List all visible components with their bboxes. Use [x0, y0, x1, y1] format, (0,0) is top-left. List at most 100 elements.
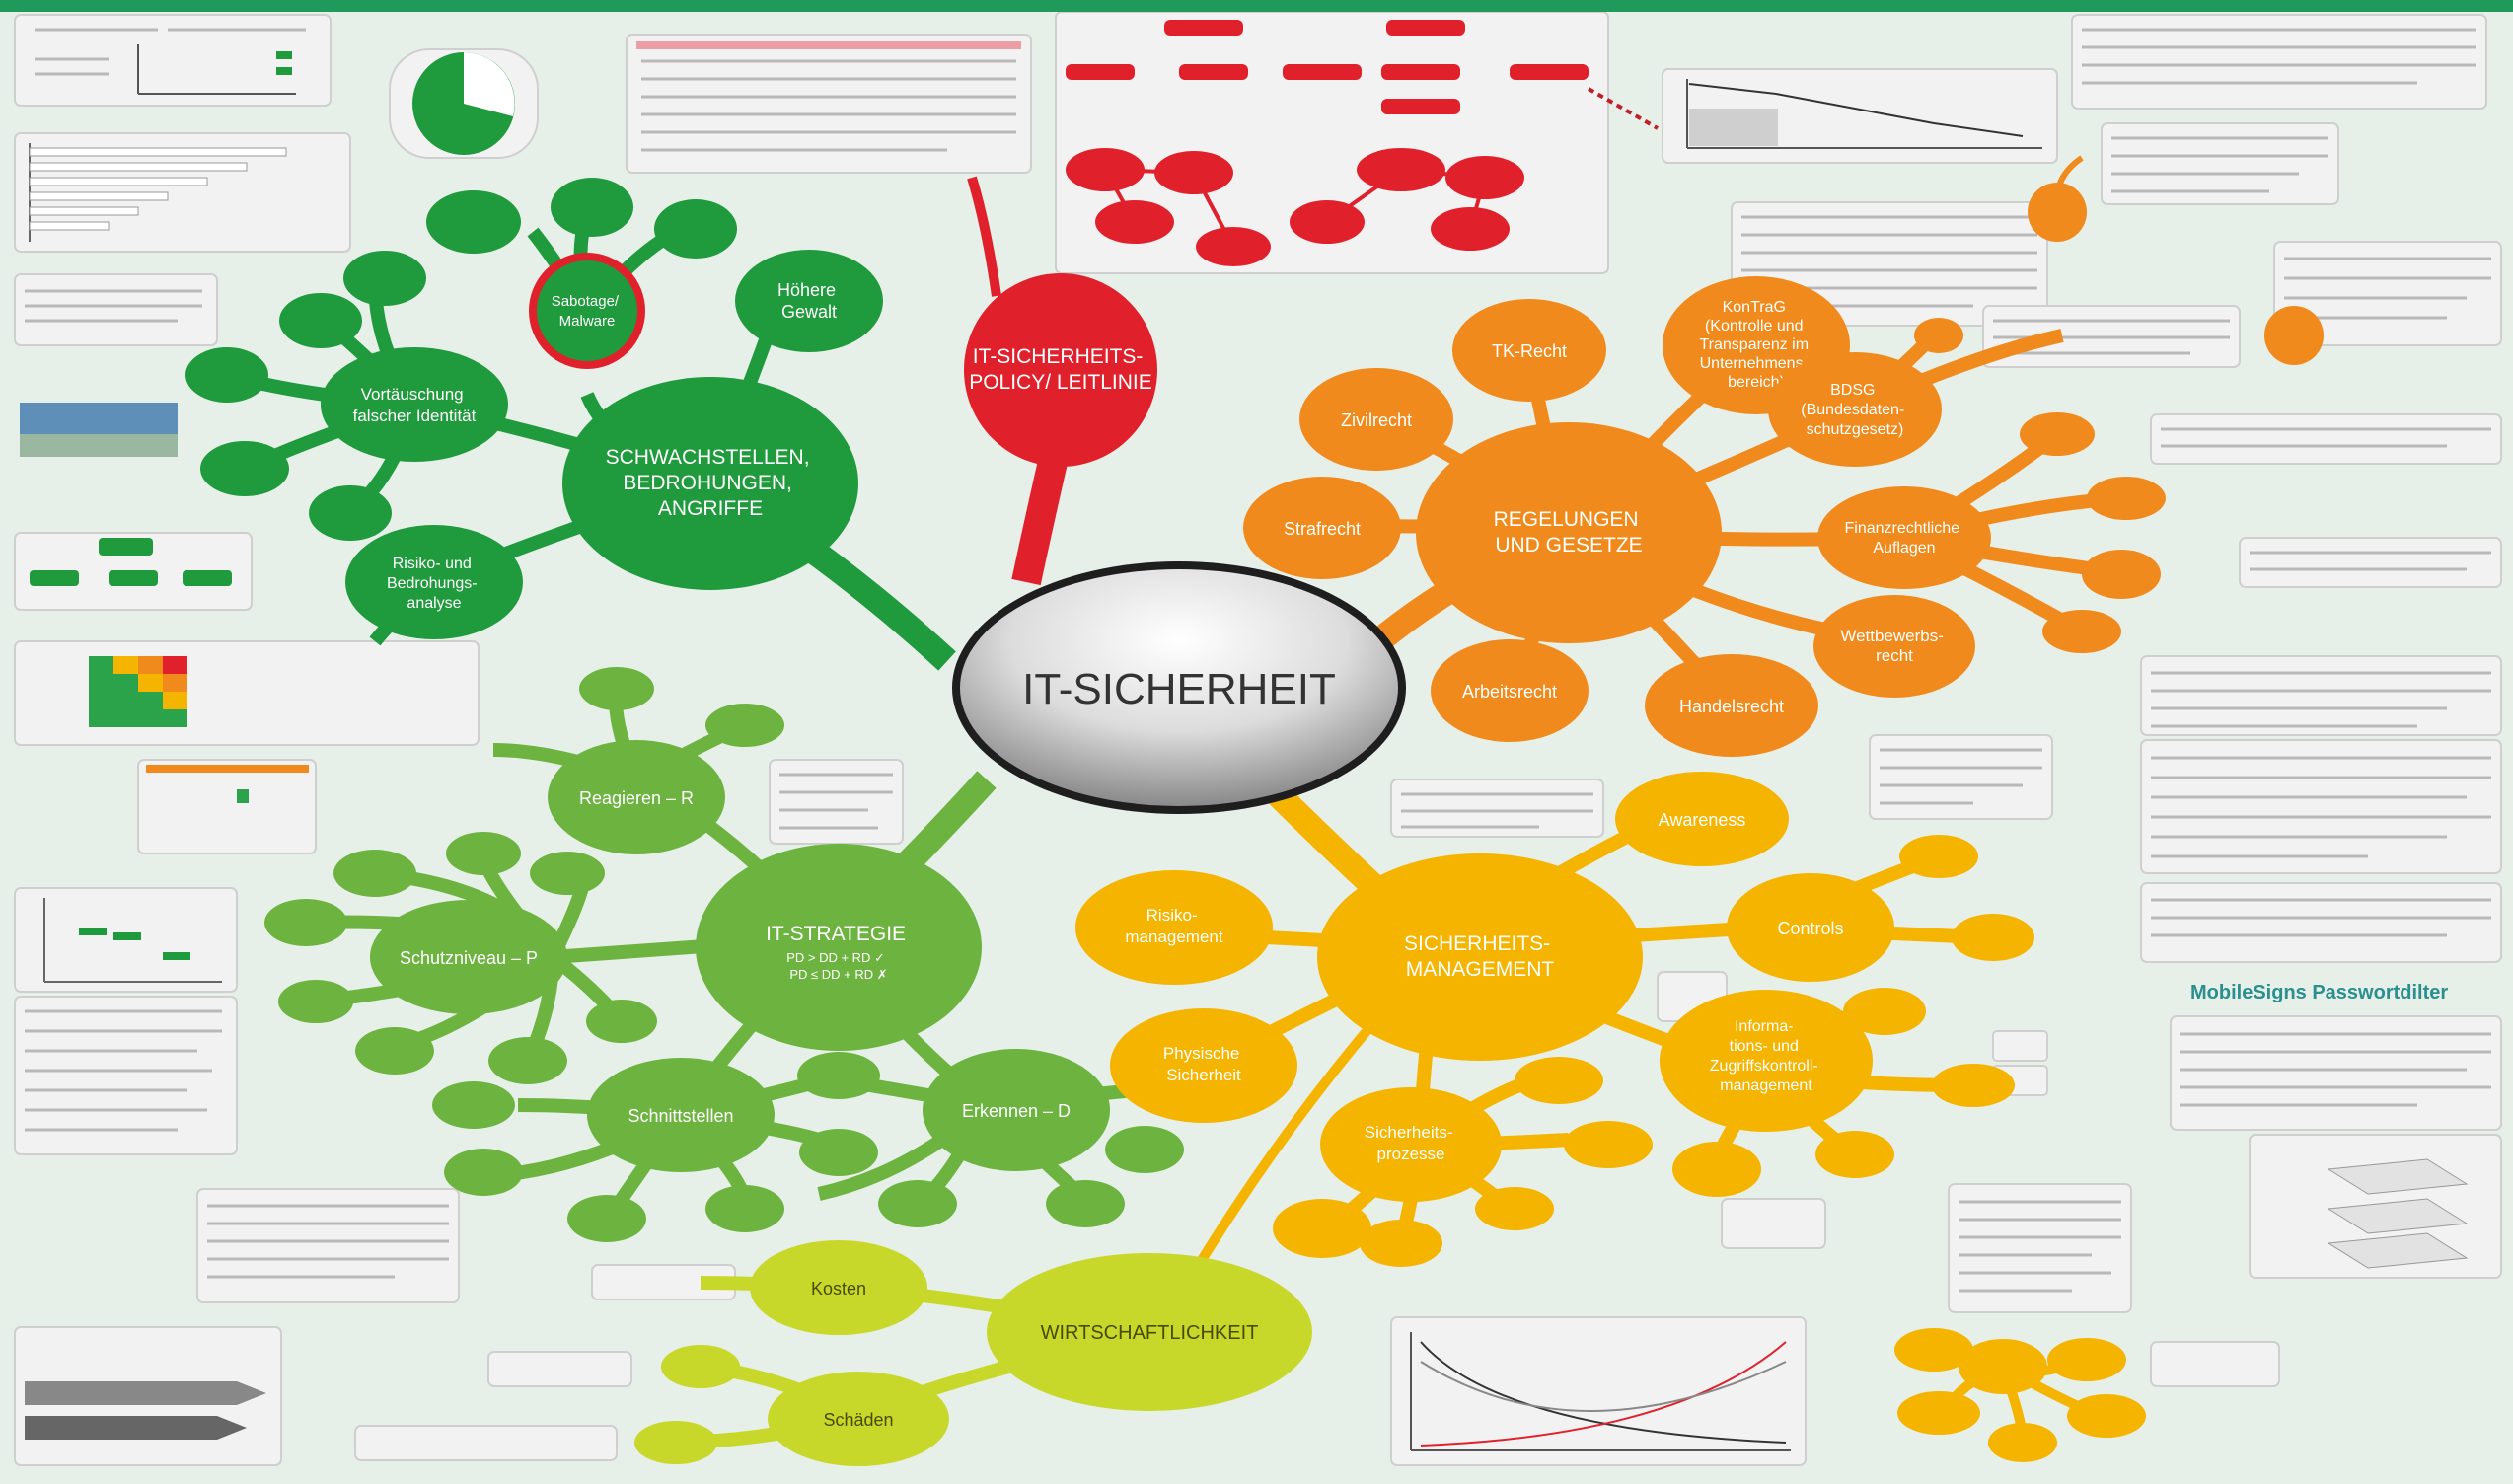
panel-text-top-center	[626, 34, 1032, 174]
branch-policy: IT-SICHERHEITS- POLICY/ LEITLINIE	[964, 176, 1157, 586]
bdsg-node[interactable]	[1768, 352, 1942, 467]
hoehere-gewalt-label: Höhere Gewalt	[777, 280, 841, 322]
panel-text-right-1	[2071, 14, 2487, 110]
risikomgmt-node[interactable]	[1075, 870, 1273, 985]
controls-node[interactable]	[1727, 873, 1894, 982]
panel-text-controls	[1869, 734, 2053, 820]
panel-cost-chart	[1390, 1316, 1807, 1466]
panel-text-left-2	[14, 996, 238, 1155]
handelsrecht-node[interactable]	[1645, 654, 1818, 757]
risikomgmt-label: Risiko- management	[1125, 906, 1223, 946]
tk-recht-node[interactable]	[1452, 299, 1606, 402]
panel-text-right-6	[2140, 882, 2502, 963]
panel-small-left	[137, 759, 317, 854]
arbeitsrecht-node[interactable]	[1431, 639, 1589, 742]
physische-node[interactable]	[1110, 1008, 1297, 1123]
panel-text-left-3	[196, 1188, 460, 1303]
branch-regelungen: REGELUNGEN UND GESETZE TK-Recht KonTraG …	[1243, 155, 2324, 757]
management-leaves	[1273, 835, 2034, 1267]
wettbewerb-label: Wettbewerbs- recht	[1840, 627, 1948, 665]
kosten-label: Kosten	[811, 1279, 866, 1298]
management-node[interactable]	[1317, 853, 1643, 1061]
arbeitsrecht-label: Arbeitsrecht	[1462, 682, 1557, 702]
info-panels	[14, 11, 2502, 1466]
panel-text-zugriff	[1721, 1198, 1826, 1249]
tk-recht-label: TK-Recht	[1492, 341, 1567, 361]
panel-risk-matrix	[14, 640, 480, 746]
panel-text-schaeden-2	[354, 1425, 618, 1461]
schaeden-node[interactable]	[768, 1372, 949, 1466]
sabotage-label: Sabotage/ Malware	[552, 293, 624, 330]
schwachstellen-node[interactable]	[562, 377, 858, 590]
regelungen-leaves	[1914, 318, 2166, 653]
finanz-label: Finanzrechtliche Auflagen	[1845, 520, 1964, 556]
schwachstellen-leaves	[185, 178, 737, 541]
risiko-node[interactable]	[345, 525, 523, 639]
panel-text-reagieren	[769, 759, 904, 845]
strafrecht-node[interactable]	[1243, 477, 1401, 579]
panel-text-right-3	[2273, 241, 2502, 346]
erkennen-node[interactable]	[923, 1049, 1110, 1171]
center-title: IT-SICHERHEIT	[1022, 665, 1336, 713]
risiko-label: Risiko- und Bedrohungs- analyse	[387, 556, 481, 612]
logo-text: MobileSigns Passwortdilter	[2190, 982, 2448, 1003]
reagieren-node[interactable]	[548, 740, 725, 854]
top-accent-bar	[0, 0, 2513, 12]
panel-text-right-5	[2140, 739, 2502, 874]
panel-top-left	[14, 14, 332, 107]
schutzniveau-node[interactable]	[370, 900, 567, 1014]
schnittstellen-label: Schnittstellen	[628, 1106, 733, 1126]
panel-text-right-7	[2170, 1015, 2502, 1131]
physische-label: Physische Sicherheit	[1163, 1044, 1244, 1084]
panel-text-finanz-1	[2150, 413, 2502, 465]
center-node[interactable]: IT-SICHERHEIT	[952, 561, 1406, 814]
panel-text-left-1	[14, 273, 218, 346]
kosten-node[interactable]	[750, 1240, 927, 1335]
regelungen-node-label: REGELUNGEN UND GESETZE	[1494, 508, 1645, 556]
wirtschaft-leaves	[634, 1345, 740, 1464]
branch-wirtschaft: WIRTSCHAFTLICHKEIT Kosten Schäden	[634, 1240, 1312, 1466]
sabotage-node[interactable]	[529, 253, 645, 369]
strategie-leaves	[264, 667, 1184, 1242]
schaeden-label: Schäden	[823, 1410, 893, 1430]
zivilrecht-node[interactable]	[1299, 368, 1453, 471]
awareness-label: Awareness	[1659, 810, 1746, 830]
kontrag-label: KonTraG (Kontrolle und Transparenz im Un…	[1699, 299, 1812, 391]
panel-mini-1	[1992, 1030, 2048, 1062]
schwachstellen-node-label: SCHWACHSTELLEN, BEDROHUNGEN, ANGRIFFE	[606, 446, 816, 520]
yellow-cluster-bottom-right	[1894, 1328, 2146, 1462]
branch-strategie: IT-STRATEGIE PD > DD + RD ✓ PD ≤ DD + RD…	[264, 667, 1185, 1242]
wirtschaft-node[interactable]	[987, 1253, 1312, 1411]
panel-text-right-2	[2101, 122, 2339, 205]
risk-matrix	[89, 656, 187, 727]
schutzniveau-label: Schutzniveau – P	[400, 948, 538, 968]
strategie-node[interactable]	[696, 844, 982, 1051]
panel-text-finanz-2	[2239, 537, 2502, 588]
strafrecht-label: Strafrecht	[1284, 519, 1361, 539]
awareness-node[interactable]	[1615, 772, 1789, 866]
informations-label: Informa- tions- und Zugriffskontroll- ma…	[1710, 1018, 1822, 1094]
policy-node[interactable]	[964, 273, 1157, 467]
panel-text-bottom-right	[1948, 1183, 2132, 1313]
bdsg-label: BDSG (Bundesdaten- schutzgesetz)	[1801, 382, 1908, 438]
erkennen-label: Erkennen – D	[962, 1101, 1071, 1121]
wirtschaft-node-label: WIRTSCHAFTLICHKEIT	[1041, 1322, 1259, 1344]
reagieren-label: Reagieren – R	[579, 788, 694, 808]
informations-node[interactable]	[1660, 990, 1873, 1132]
wettbewerb-node[interactable]	[1813, 595, 1975, 698]
vortaeuschung-node[interactable]	[321, 347, 508, 462]
branch-schwachstellen: SCHWACHSTELLEN, BEDROHUNGEN, ANGRIFFE Sa…	[185, 178, 956, 671]
schnittstellen-node[interactable]	[587, 1058, 775, 1172]
prozesse-node[interactable]	[1320, 1087, 1502, 1202]
panel-text-schaeden	[487, 1351, 632, 1387]
regelungen-node[interactable]	[1416, 422, 1722, 643]
finanz-node[interactable]	[1817, 486, 1991, 589]
management-node-label: SICHERHEITS- MANAGEMENT	[1404, 932, 1556, 981]
handelsrecht-label: Handelsrecht	[1679, 697, 1784, 716]
strategie-node-label: IT-STRATEGIE PD > DD + RD ✓ PD ≤ DD + RD…	[766, 923, 912, 982]
hoehere-gewalt-node[interactable]	[735, 250, 883, 352]
controls-label: Controls	[1777, 919, 1843, 938]
pie-slice-minor	[464, 52, 515, 116]
